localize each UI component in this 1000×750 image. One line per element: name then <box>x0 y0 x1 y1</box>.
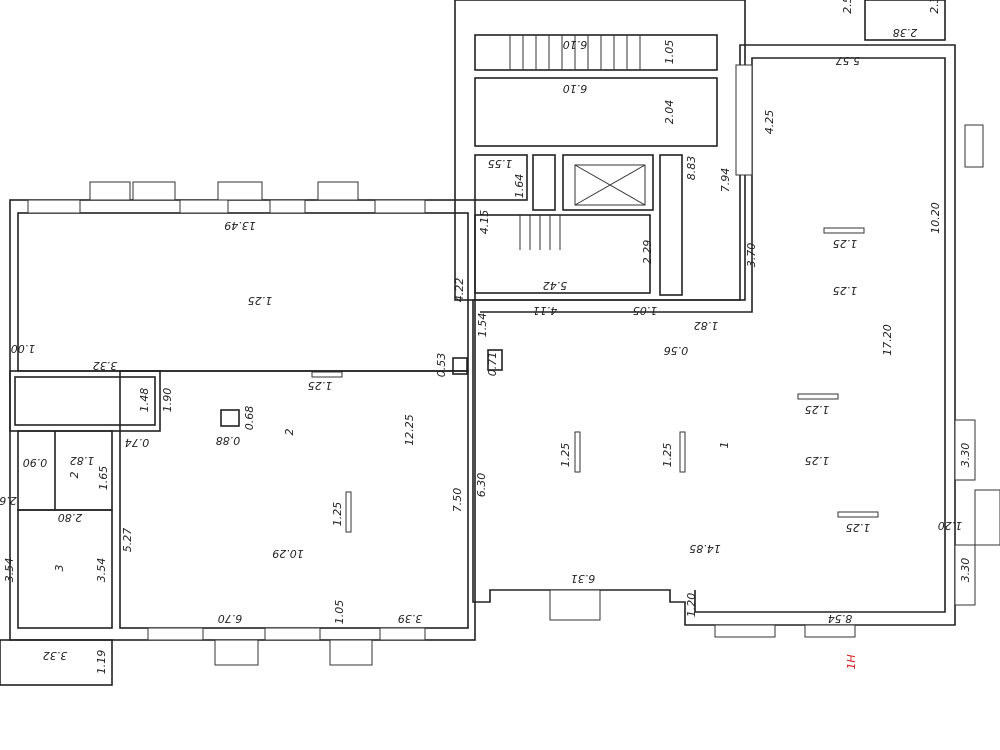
dimension-label: 1.05 <box>333 600 346 625</box>
dimension-label: 17.20 <box>881 324 894 356</box>
stairs <box>509 35 641 250</box>
dimension-label: 1.25 <box>805 403 830 416</box>
dimension-label: 5.42 <box>543 279 568 292</box>
dimension-label: 13.49 <box>224 219 256 232</box>
dimension-label: 0.88 <box>216 434 241 447</box>
room-number-label: 2 <box>283 429 296 436</box>
room-number-label: 3 <box>53 565 66 572</box>
dimension-label: 4.15 <box>478 210 491 235</box>
dimension-label: 1.25 <box>833 284 858 297</box>
dimension-label: 1.64 <box>513 174 526 199</box>
dimension-label: 4.25 <box>763 110 776 135</box>
dimension-label: 14.85 <box>689 542 721 555</box>
dimension-label: 2.5 <box>841 0 854 14</box>
dimension-label: 1.19 <box>95 650 108 675</box>
dimension-label: 1.82 <box>694 319 719 332</box>
dimension-label: 5.57 <box>836 54 861 67</box>
dimension-label: 0.68 <box>243 406 256 431</box>
dimension-label: 3.30 <box>959 443 972 468</box>
dimension-label: 1.25 <box>805 454 830 467</box>
dimension-label: 2.3 <box>928 0 941 14</box>
dimension-label: 1.82 <box>70 454 95 467</box>
dimension-label: 1.00 <box>11 342 36 355</box>
dimension-labels: 13.49 4.22 12.25 7.50 1.25 10.29 6.70 1.05 3.39 0… <box>0 0 972 674</box>
dimension-label: 7.94 <box>719 168 732 193</box>
dimension-label: 3.54 <box>3 558 16 583</box>
dimension-label: 2.04 <box>663 100 676 125</box>
dimension-label: 1.20 <box>685 593 698 618</box>
dimension-label: 1.25 <box>661 443 674 468</box>
dimension-label: 8.83 <box>685 156 698 181</box>
dimension-label: 0.71 <box>486 352 499 377</box>
dimension-label: 3.70 <box>745 243 758 268</box>
dimension-label: 0.74 <box>125 436 150 449</box>
dimension-label: 1.25 <box>833 237 858 250</box>
dimension-label: 0.53 <box>435 353 448 378</box>
dimension-label: 1.25 <box>846 521 871 534</box>
dimension-label: 6.10 <box>563 38 588 51</box>
dimension-label: 7.50 <box>451 488 464 513</box>
dimension-label: 2.80 <box>58 511 83 524</box>
dimension-label: 1.90 <box>161 388 174 413</box>
dimension-label: 6.31 <box>571 572 596 585</box>
dimension-label: 1.05 <box>633 304 658 317</box>
dimension-label: 10.20 <box>929 202 942 234</box>
dimension-label: 4.11 <box>533 304 558 317</box>
walls <box>0 0 1000 686</box>
dimension-label: 1.25 <box>308 379 333 392</box>
dimension-label: 3.32 <box>43 649 68 662</box>
dimension-label: 1.65 <box>97 466 110 491</box>
dimension-label: 1.05 <box>663 40 676 65</box>
dimension-label: 10.29 <box>272 547 304 560</box>
dimension-label: 1.54 <box>476 313 489 338</box>
dimension-label: 6.10 <box>563 82 588 95</box>
dimension-label: 1.20 <box>938 519 963 532</box>
room-number-label: 2 <box>68 472 81 479</box>
dimension-label: 6.30 <box>475 473 488 498</box>
dimension-label: 5.27 <box>121 528 134 553</box>
dimension-label: 2.6 <box>0 494 17 507</box>
dimension-label: 3.30 <box>959 558 972 583</box>
dimension-label: 1.25 <box>248 294 273 307</box>
dimension-label: 6.70 <box>218 612 243 625</box>
dimension-label: 2.29 <box>641 240 654 265</box>
dimension-label: 3.54 <box>95 558 108 583</box>
dimension-label: 0.90 <box>23 456 48 469</box>
dimension-label: 12.25 <box>403 414 416 446</box>
dimension-label: 1.25 <box>559 443 572 468</box>
dimension-label: 3.39 <box>398 612 423 625</box>
dimension-label: 1.55 <box>488 157 513 170</box>
room-number-label: 1 <box>718 442 731 449</box>
marker-label: 1H <box>845 654 858 669</box>
dimension-label: 3.32 <box>93 359 118 372</box>
dimension-label: 4.22 <box>453 278 466 303</box>
dimension-label: 0.56 <box>664 344 689 357</box>
dimension-label: 1.25 <box>331 502 344 527</box>
dimension-label: 1.48 <box>138 388 151 413</box>
dimension-label: 8.54 <box>828 612 853 625</box>
dimension-label: 2.38 <box>893 26 918 39</box>
